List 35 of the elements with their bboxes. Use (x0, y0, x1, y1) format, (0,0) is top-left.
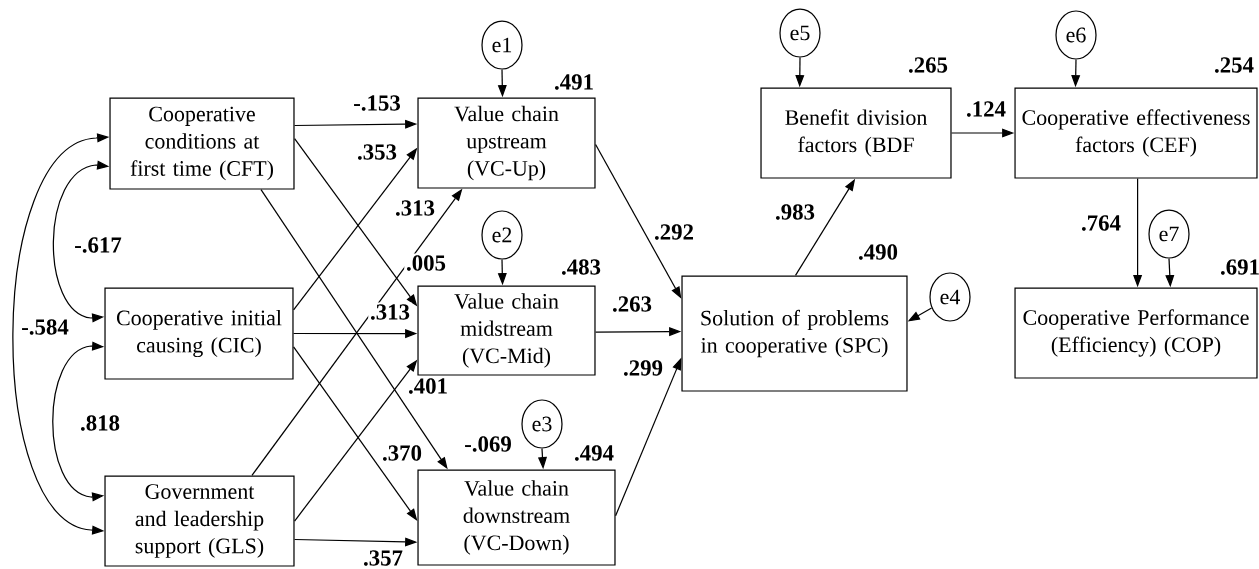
value-label: .494 (575, 445, 614, 461)
edge-label: .357 (361, 548, 405, 568)
variable-box: Value chain upstream (VC-Up) (417, 97, 596, 189)
edge-label: .005 (404, 253, 448, 273)
variable-box: Solution of problems in cooperative (SPC) (681, 275, 908, 392)
edge-label: -.153 (351, 93, 403, 113)
variable-box: Value chain downstream (VC-Down) (417, 469, 616, 566)
value-label: .265 (909, 57, 948, 73)
edge-label: .292 (652, 222, 696, 242)
variable-box: Cooperative Performance (Efficiency) (COP) (1014, 287, 1258, 379)
edge-label: .263 (610, 294, 654, 314)
value-label: .254 (1215, 57, 1254, 73)
edge-label: .818 (78, 413, 122, 433)
value-label: .691 (1221, 259, 1259, 275)
variable-box: Benefit division factors (BDF (760, 87, 952, 179)
value-label: .490 (859, 244, 898, 260)
variable-box: Cooperative conditions at first time (CFT) (109, 97, 295, 190)
edge-label: .313 (368, 302, 412, 322)
edge-label: .983 (773, 202, 817, 222)
edge-label: .401 (406, 376, 450, 396)
value-label: .491 (555, 74, 593, 90)
variable-box: Government and leadership support (GLS) (104, 475, 295, 567)
variable-box: Value chain midstream (VC-Mid) (417, 285, 596, 376)
value-label: .483 (562, 259, 601, 275)
variable-box: Cooperative effectiveness factors (CEF) (1014, 87, 1258, 179)
variable-box: Cooperative initial causing (CIC) (104, 287, 294, 380)
edge-label: .299 (621, 358, 665, 378)
edge-label: -.069 (462, 434, 514, 454)
edge-label: .313 (393, 198, 437, 218)
edge-label: .353 (355, 142, 399, 162)
edge-label: -.617 (72, 235, 124, 255)
edge-label: -.584 (19, 317, 71, 337)
edge-label: .124 (964, 99, 1008, 119)
edge-label: .370 (380, 443, 424, 463)
edge-label: .764 (1079, 213, 1123, 233)
